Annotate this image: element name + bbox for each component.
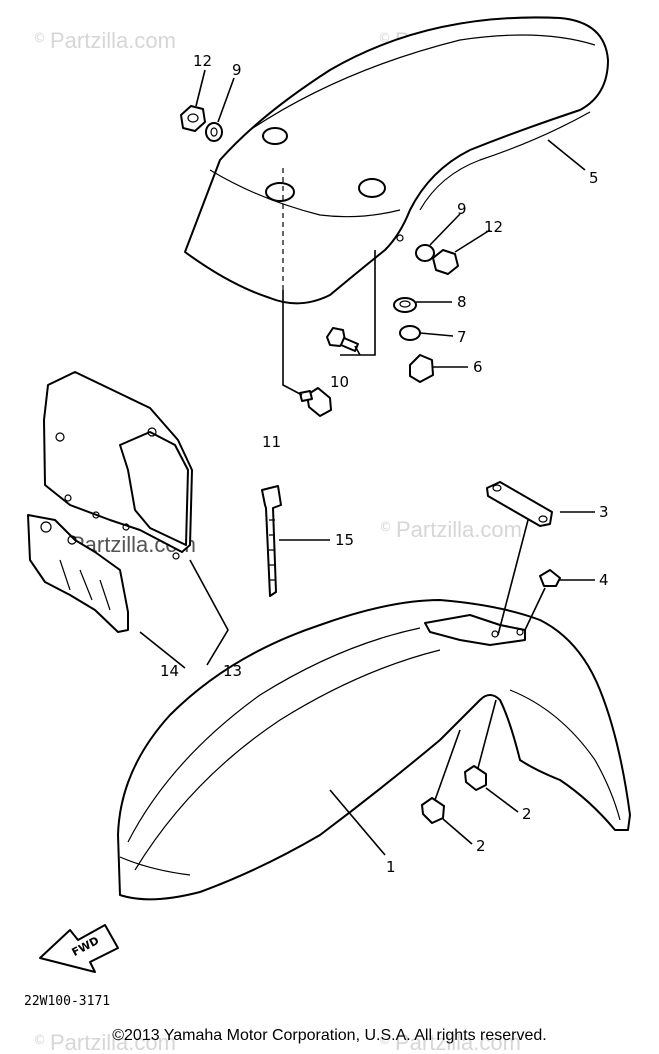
callout-13: 13 (223, 662, 242, 680)
callout-12: 12 (484, 218, 503, 236)
fwd-arrow: FWD (39, 924, 119, 973)
diagram-code: 22W100-3171 (24, 994, 110, 1009)
front-fender (117, 599, 631, 901)
watermarks: © Partzilla.com © Partzilla.com © Partzi… (33, 28, 522, 1054)
callout-12: 12 (193, 52, 212, 70)
callout-14: 14 (160, 662, 179, 680)
watermark-symbol: © (378, 1033, 391, 1048)
callout-2: 2 (522, 805, 532, 823)
watermark-text: Partzilla.com (395, 1030, 521, 1054)
callout-labels: 12 9 5 9 12 8 7 6 10 11 3 15 5 6 14 13 1… (160, 52, 609, 876)
callout-6: 6 (473, 358, 483, 376)
callout-2: 2 (476, 837, 486, 855)
callout-7: 7 (457, 328, 467, 346)
callout-15: 15 (335, 531, 354, 549)
callout-3: 3 (599, 503, 609, 521)
cable-tie (261, 485, 330, 597)
watermark-text: Partzilla.com (396, 517, 522, 542)
rear-fender (184, 16, 609, 305)
number-plate (27, 371, 229, 669)
callout-9: 9 (232, 61, 242, 79)
callout-10: 10 (330, 373, 349, 391)
watermark-text: Partzilla.com (50, 28, 176, 53)
callout-8: 8 (457, 293, 467, 311)
front-hardware (421, 481, 561, 824)
callout-11: 11 (262, 433, 281, 451)
callout-1: 1 (386, 858, 396, 876)
rear-hardware (180, 105, 459, 417)
copyright-notice: ©2013 Yamaha Motor Corporation, U.S.A. A… (112, 1027, 547, 1044)
watermark-symbol: © (33, 1033, 46, 1048)
watermark-symbol: © (33, 31, 46, 46)
callout-5: 5 (589, 169, 599, 187)
callout-4: 4 (599, 571, 609, 589)
watermark-symbol: © (379, 520, 392, 535)
leaders (195, 69, 595, 856)
watermark-text: Partzilla.com (50, 1030, 176, 1054)
callout-9: 9 (457, 200, 467, 218)
